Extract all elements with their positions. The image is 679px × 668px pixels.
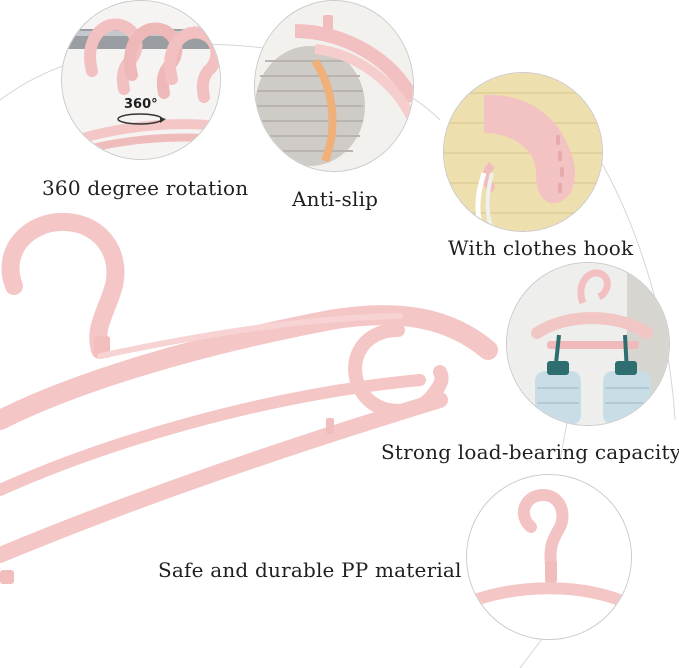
detail-circle-pp-material	[466, 474, 632, 640]
feature-label-pp-material: Safe and durable PP material	[158, 558, 462, 582]
feature-label-clothes-hook: With clothes hook	[448, 236, 634, 260]
pp-material-detail-image	[467, 475, 631, 639]
rotation-detail-image	[62, 1, 220, 159]
rotation-badge: 360°	[124, 97, 158, 112]
feature-label-anti-slip: Anti-slip	[292, 187, 379, 211]
detail-circle-clothes-hook	[443, 72, 603, 232]
hanger-middle-bar	[0, 374, 426, 496]
hanger-nub	[326, 418, 334, 434]
hanger-hook	[1, 212, 125, 359]
clothes-hook-detail-image	[444, 73, 602, 231]
hanger-top-bar	[0, 305, 498, 430]
feature-label-rotation: 360 degree rotation	[42, 176, 249, 200]
load-bearing-detail-image	[507, 263, 669, 425]
anti-slip-detail-image	[255, 1, 413, 171]
detail-circle-anti-slip	[254, 0, 414, 172]
hanger-end-clip	[0, 570, 14, 584]
hanger-top-bar-inner	[97, 313, 403, 359]
feature-label-load-bearing: Strong load-bearing capacity	[381, 440, 679, 464]
connector-line-bottom-2	[519, 634, 546, 668]
detail-circle-rotation: 360°	[61, 0, 221, 160]
detail-circle-load-bearing	[506, 262, 670, 426]
hanger-lower-bar	[0, 392, 448, 563]
